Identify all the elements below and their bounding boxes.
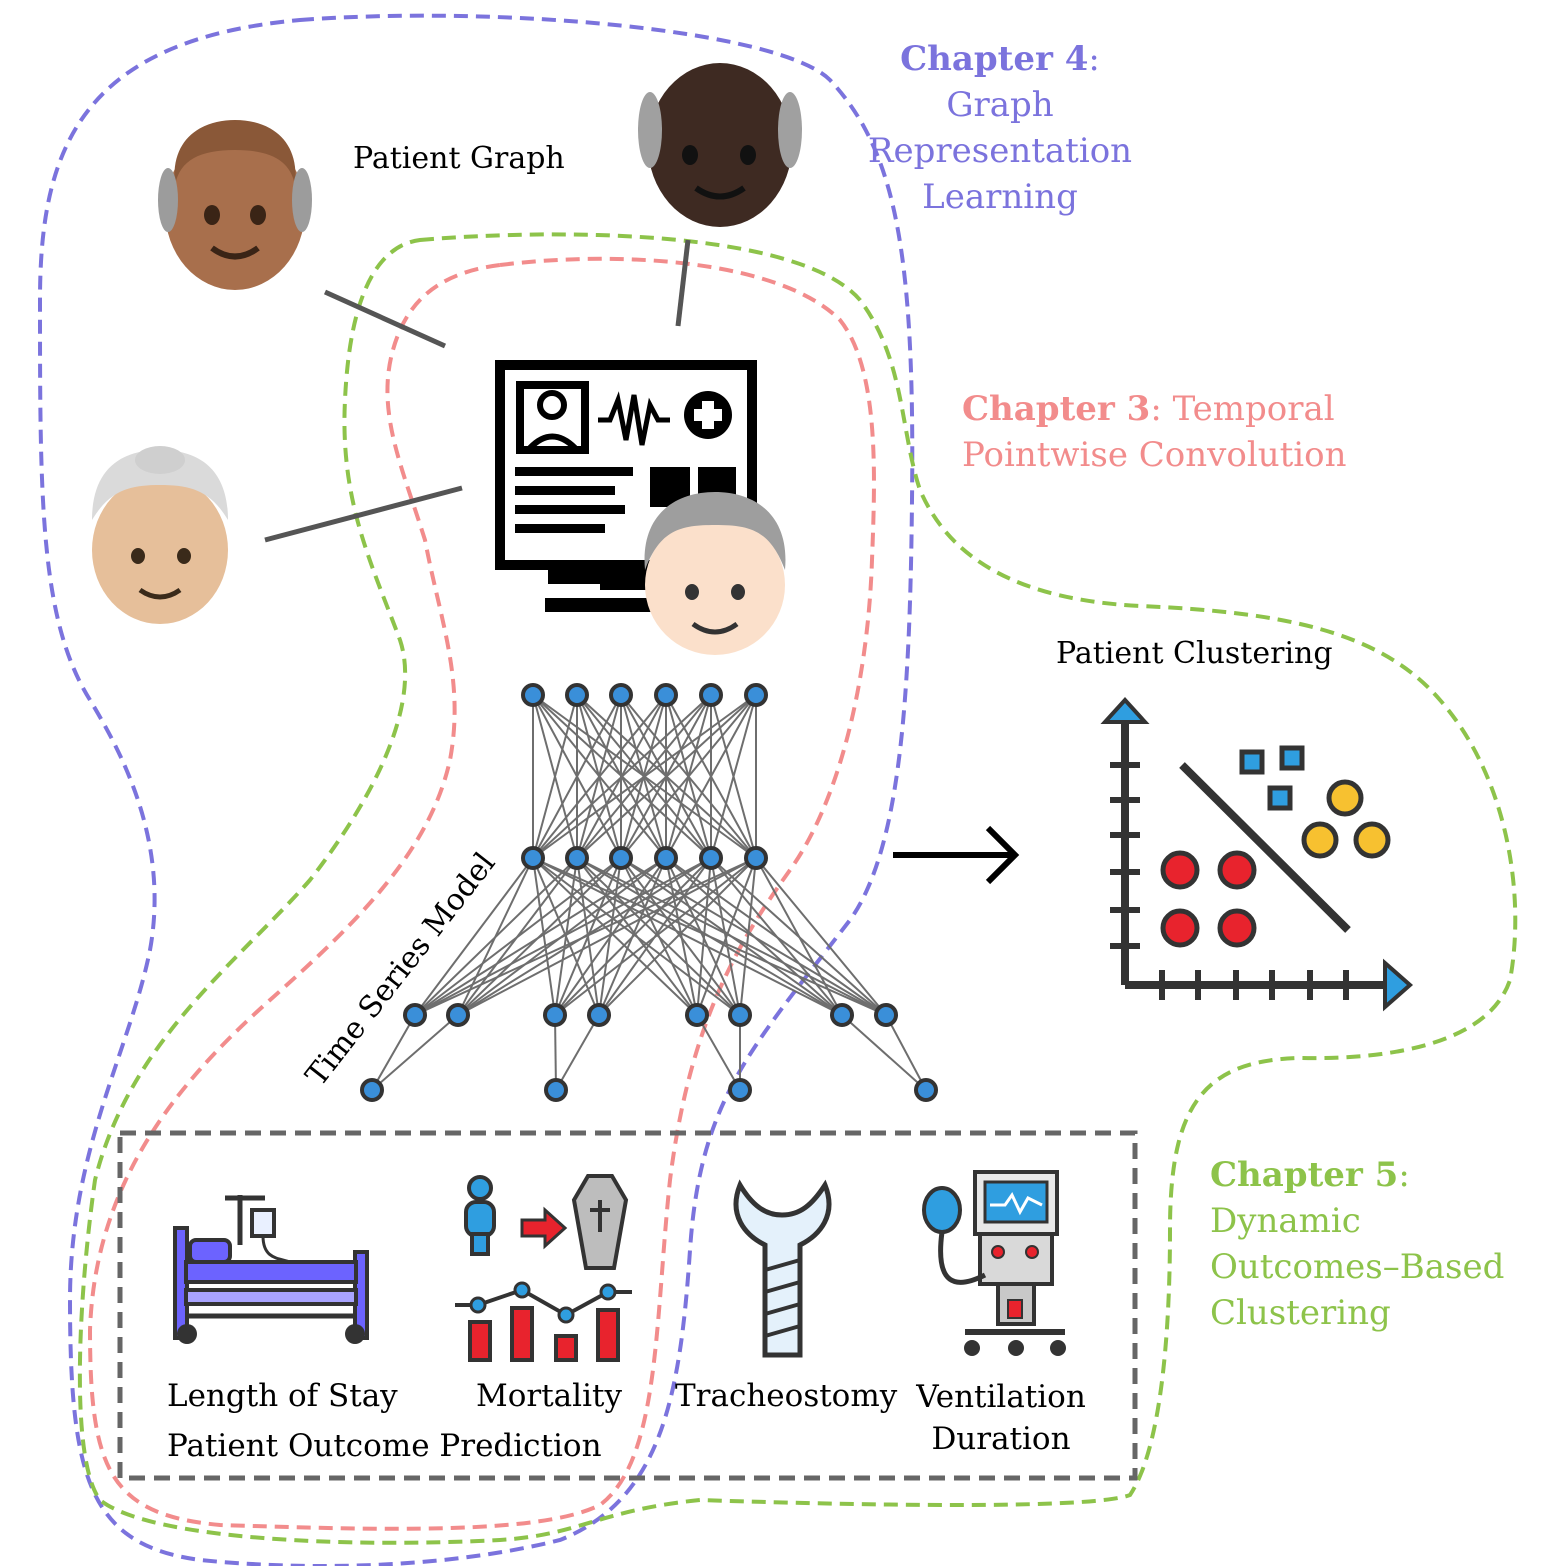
network-node	[521, 846, 545, 870]
network-edge	[414, 857, 667, 1016]
trachea-icon	[733, 1179, 832, 1358]
chapter3-region-outline	[87, 256, 876, 1531]
network-edge	[457, 857, 757, 1016]
network-node	[543, 1003, 567, 1027]
network-edge	[532, 694, 578, 859]
network-edge	[576, 857, 698, 1016]
network-edge	[414, 857, 534, 1016]
network-edge	[739, 857, 757, 1016]
patient-face-icon-4	[644, 492, 786, 655]
time-series-network	[360, 683, 938, 1102]
network-edge	[532, 694, 712, 859]
network-node	[699, 846, 723, 870]
network-edge	[665, 694, 757, 859]
network-edge	[620, 857, 698, 1016]
network-edge	[696, 1014, 741, 1091]
hospital-bed-icon	[173, 1195, 369, 1344]
network-edge	[555, 1014, 600, 1091]
network-node	[360, 1078, 384, 1102]
network-edge	[696, 857, 712, 1016]
patient-face-icon-3	[92, 446, 228, 624]
network-edge	[554, 857, 712, 1016]
network-node	[565, 846, 589, 870]
network-edge	[576, 694, 757, 859]
network-edge	[532, 857, 698, 1016]
patient-graph-edges	[264, 239, 691, 543]
network-node	[914, 1078, 938, 1102]
network-edge	[414, 857, 622, 1016]
network-edge	[414, 857, 757, 1016]
network-edge	[755, 857, 843, 1016]
network-edge	[576, 857, 843, 1016]
outcome-label-mortality: Mortality	[476, 1378, 622, 1414]
network-edge	[841, 1014, 927, 1091]
patient-outcome-prediction-label: Patient Outcome Prediction	[167, 1428, 602, 1464]
network-edge	[532, 694, 757, 859]
network-edge	[414, 857, 578, 1016]
network-edge	[371, 1014, 459, 1091]
network-node	[609, 683, 633, 707]
network-edge	[696, 857, 757, 1016]
network-node	[874, 1003, 898, 1027]
network-node	[685, 1003, 709, 1027]
network-edge	[532, 857, 556, 1016]
network-node	[587, 1003, 611, 1027]
patient-face-icon-1	[158, 120, 312, 290]
cluster-scatter-icon	[1100, 697, 1414, 1012]
network-edge	[554, 857, 667, 1016]
network-node	[744, 683, 768, 707]
ventilator-icon	[922, 1170, 1066, 1356]
network-edge	[598, 857, 757, 1016]
chapter4-region-outline	[37, 13, 915, 1566]
network-node	[699, 683, 723, 707]
chapter5-region-outline	[77, 232, 1518, 1545]
network-edge	[665, 857, 698, 1016]
network-node	[565, 683, 589, 707]
network-node	[654, 846, 678, 870]
network-node	[521, 683, 545, 707]
network-edge	[554, 1014, 557, 1091]
network-node	[744, 846, 768, 870]
network-node	[830, 1003, 854, 1027]
ehr-monitor-icon	[495, 360, 757, 612]
network-edge	[532, 694, 667, 859]
outcome-prediction-box	[117, 1130, 1138, 1481]
outcome-label-tracheostomy: Tracheostomy	[675, 1378, 898, 1414]
network-node	[654, 683, 678, 707]
network-edge	[554, 857, 578, 1016]
network-edge	[371, 1014, 416, 1091]
network-edge	[620, 694, 757, 859]
network-node	[609, 846, 633, 870]
chapter5-label: Chapter 5: Dynamic Outcomes–Based Cluste…	[1210, 1155, 1505, 1333]
chapter4-label: Chapter 4: Graph Representation Learning	[867, 39, 1133, 217]
network-edge	[554, 857, 757, 1016]
network-edge	[620, 857, 843, 1016]
network-edge	[710, 857, 843, 1016]
patient-face-icon-2	[638, 63, 802, 227]
network-edge	[532, 694, 622, 859]
outcome-label-length-of-stay: Length of Stay	[167, 1378, 398, 1414]
network-edge	[665, 857, 843, 1016]
network-edge	[755, 857, 887, 1016]
network-node	[446, 1003, 470, 1027]
network-edge	[414, 857, 712, 1016]
network-node	[403, 1003, 427, 1027]
network-node	[728, 1078, 752, 1102]
network-edge	[710, 694, 757, 859]
mortality-icon	[455, 1174, 632, 1362]
network-edge	[532, 857, 843, 1016]
network-node	[544, 1078, 568, 1102]
chapter3-label: Chapter 3: Temporal Pointwise Convolutio…	[962, 389, 1347, 475]
network-edge	[885, 1014, 927, 1091]
network-edge	[554, 857, 622, 1016]
arrow-icon	[893, 825, 1020, 885]
patient-clustering-label: Patient Clustering	[1056, 636, 1333, 671]
patient-graph-label: Patient Graph	[353, 141, 565, 176]
network-node	[728, 1003, 752, 1027]
